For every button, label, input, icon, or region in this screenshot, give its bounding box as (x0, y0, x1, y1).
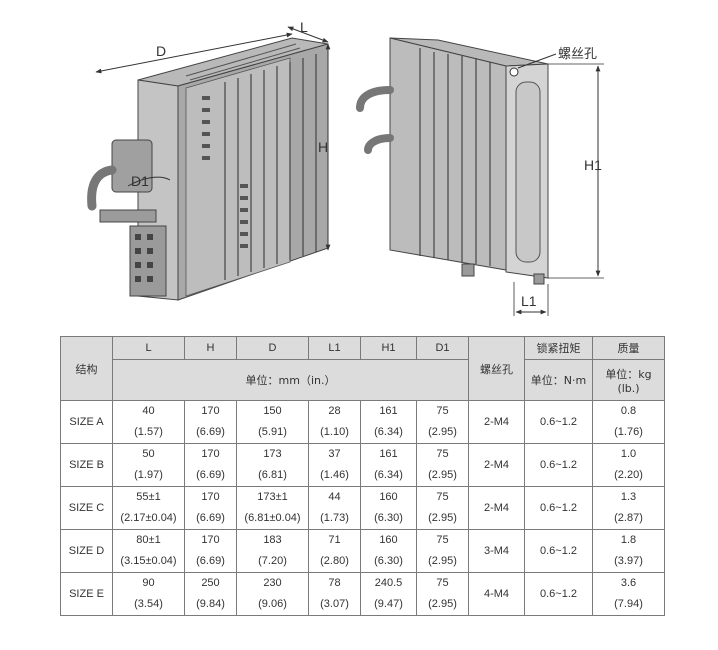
table-row-size-a: SIZE A 40(1.57) 170(6.69) 150(5.91) 28(1… (60, 400, 665, 444)
dim-l-label: L (300, 19, 308, 35)
header-row-1: 结构 L H D L1 H1 D1 螺丝孔 锁紧扭矩 质量 (60, 336, 665, 401)
left-drive-drawing: D1 D L H (87, 19, 331, 301)
cell-mass: 1.3(2.87) (592, 486, 665, 530)
header-structure: 结构 (60, 336, 113, 401)
dim-h1-label: H1 (584, 157, 602, 173)
header-screw-hole: 螺丝孔 (468, 336, 525, 401)
cell-d: 230(9.06) (236, 572, 309, 616)
screw-hole-label: 螺丝孔 (558, 47, 597, 62)
cell-mass: 3.6(7.94) (592, 572, 665, 616)
cell-torque: 0.6~1.2 (524, 486, 593, 530)
cell-h: 170(6.69) (184, 400, 237, 444)
table-row-size-e: SIZE E 90(3.54) 250(9.84) 230(9.06) 78(3… (60, 572, 665, 616)
cell-size: SIZE B (60, 443, 113, 487)
cell-d: 183(7.20) (236, 529, 309, 573)
cell-torque: 0.6~1.2 (524, 443, 593, 487)
right-drive-drawing: 螺丝孔 H1 L1 (356, 37, 604, 316)
cell-screw: 2-M4 (468, 486, 525, 530)
cell-h: 170(6.69) (184, 443, 237, 487)
cell-torque: 0.6~1.2 (524, 572, 593, 616)
dimension-drawings: D1 D L H 螺丝孔 (87, 19, 604, 316)
cell-torque: 0.6~1.2 (524, 400, 593, 444)
cell-d1: 75(2.95) (416, 486, 469, 530)
cell-d1: 75(2.95) (416, 443, 469, 487)
header-torque: 锁紧扭矩 (524, 336, 593, 360)
header-unit-mm: 单位：mm（in.） (112, 359, 469, 401)
cell-size: SIZE E (60, 572, 113, 616)
cell-d: 173(6.81) (236, 443, 309, 487)
header-col-h: H (184, 336, 237, 360)
cell-h1: 240.5(9.47) (360, 572, 417, 616)
cell-l1: 28(1.10) (308, 400, 361, 444)
cell-l: 80±1(3.15±0.04) (112, 529, 185, 573)
cell-size: SIZE D (60, 529, 113, 573)
dim-h-label: H (318, 139, 328, 155)
cell-d: 150(5.91) (236, 400, 309, 444)
dimension-spec-table: 结构 L H D L1 H1 D1 螺丝孔 锁紧扭矩 质量 单位：mm（in.）… (60, 336, 665, 616)
header-torque-unit: 单位：N·m (524, 359, 593, 401)
cell-torque: 0.6~1.2 (524, 529, 593, 573)
cell-l: 50(1.97) (112, 443, 185, 487)
table-row-size-c: SIZE C 55±1(2.17±0.04) 170(6.69) 173±1(6… (60, 486, 665, 530)
cell-l1: 37(1.46) (308, 443, 361, 487)
cell-l: 55±1(2.17±0.04) (112, 486, 185, 530)
cell-d1: 75(2.95) (416, 572, 469, 616)
table-row-size-d: SIZE D 80±1(3.15±0.04) 170(6.69) 183(7.2… (60, 529, 665, 573)
cell-l1: 44(1.73) (308, 486, 361, 530)
cell-mass: 0.8(1.76) (592, 400, 665, 444)
dim-d1-label: D1 (131, 173, 149, 189)
header-row-2: 单位：mm（in.） 单位：N·m 单位：kg (lb.) (61, 359, 665, 401)
cell-l1: 71(2.80) (308, 529, 361, 573)
cell-screw: 2-M4 (468, 443, 525, 487)
cell-h: 170(6.69) (184, 486, 237, 530)
cell-screw: 2-M4 (468, 400, 525, 444)
cell-h1: 161(6.34) (360, 443, 417, 487)
cell-screw: 4-M4 (468, 572, 525, 616)
header-col-l1: L1 (308, 336, 361, 360)
cell-size: SIZE C (60, 486, 113, 530)
cell-d1: 75(2.95) (416, 529, 469, 573)
cell-h1: 160(6.30) (360, 529, 417, 573)
dim-d-label: D (156, 43, 166, 59)
cell-l: 90(3.54) (112, 572, 185, 616)
cell-mass: 1.0(2.20) (592, 443, 665, 487)
cell-h: 250(9.84) (184, 572, 237, 616)
header-col-d1: D1 (416, 336, 469, 360)
cell-d1: 75(2.95) (416, 400, 469, 444)
header-col-h1: H1 (360, 336, 417, 360)
cell-size: SIZE A (60, 400, 113, 444)
cell-h1: 160(6.30) (360, 486, 417, 530)
dim-l1-label: L1 (521, 293, 537, 309)
cell-h: 170(6.69) (184, 529, 237, 573)
cell-mass: 1.8(3.97) (592, 529, 665, 573)
table-row-size-b: SIZE B 50(1.97) 170(6.69) 173(6.81) 37(1… (60, 443, 665, 487)
header-mass-unit: 单位：kg (lb.) (592, 359, 665, 401)
cell-d: 173±1(6.81±0.04) (236, 486, 309, 530)
header-col-l: L (112, 336, 185, 360)
header-mass: 质量 (592, 336, 665, 360)
cell-screw: 3-M4 (468, 529, 525, 573)
cell-l: 40(1.57) (112, 400, 185, 444)
header-col-d: D (236, 336, 309, 360)
cell-h1: 161(6.34) (360, 400, 417, 444)
cell-l1: 78(3.07) (308, 572, 361, 616)
